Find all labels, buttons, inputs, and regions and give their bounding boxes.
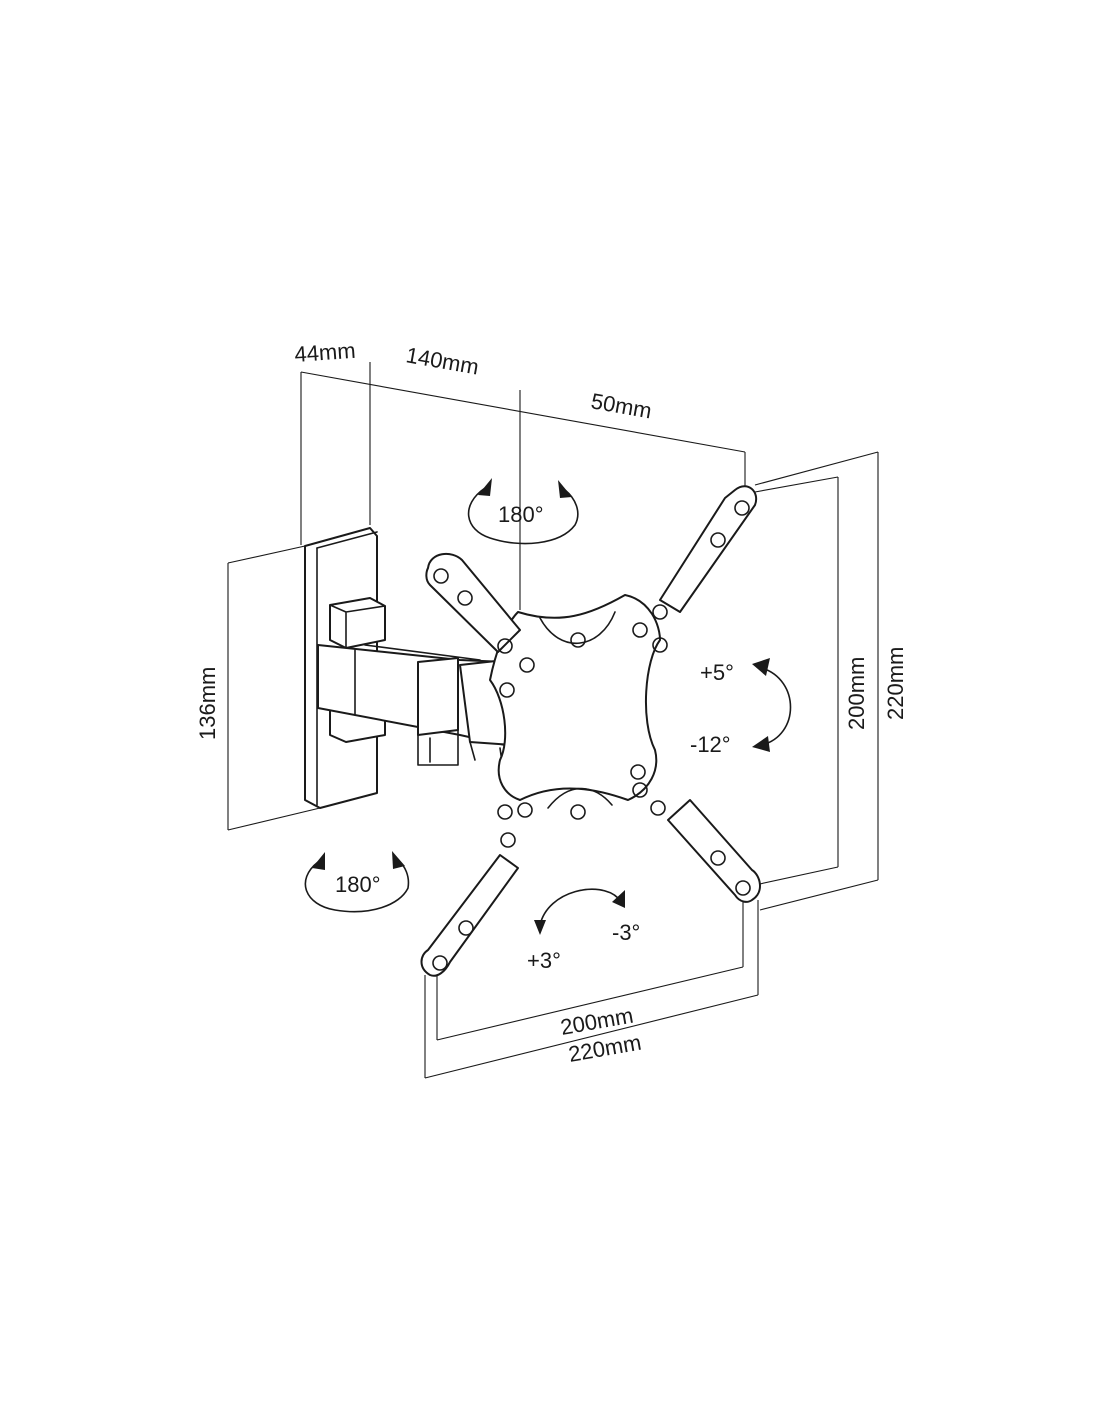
vesa-plate <box>420 485 761 977</box>
label-tilt-up: +5° <box>700 660 734 685</box>
label-vesa-vertical-outer: 220mm <box>883 647 908 720</box>
label-wall-plate-height: 136mm <box>195 667 220 740</box>
label-arm-length: 140mm <box>404 342 481 379</box>
label-level-minus: -3° <box>612 920 640 945</box>
label-tilt-down: -12° <box>690 732 731 757</box>
label-arm-swivel: 180° <box>498 502 544 527</box>
rotation-arrows <box>304 478 792 935</box>
label-wall-plate-depth: 44mm <box>294 338 357 367</box>
dimension-lines <box>227 362 879 1079</box>
label-arm-offset: 50mm <box>589 388 654 423</box>
label-vesa-vertical-inner: 200mm <box>844 657 869 730</box>
swing-arm <box>317 597 513 766</box>
label-level-plus: +3° <box>527 948 561 973</box>
label-wall-swivel: 180° <box>335 872 381 897</box>
labels: 44mm 140mm 50mm 136mm 200mm 220mm 200mm … <box>195 338 908 1067</box>
